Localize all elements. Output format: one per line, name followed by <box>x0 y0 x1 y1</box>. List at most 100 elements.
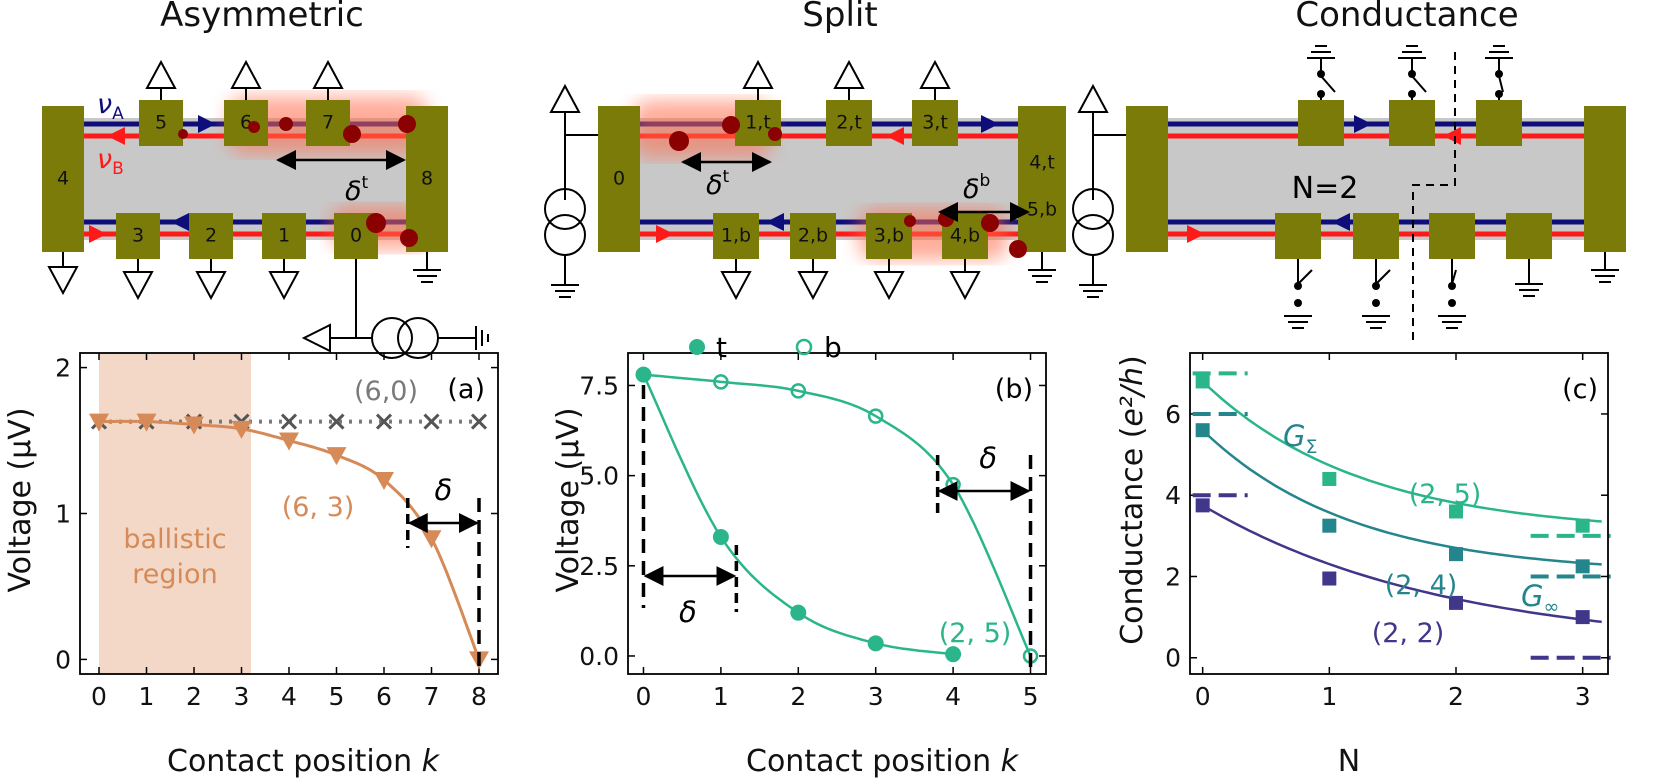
y-tick-label: 7.5 <box>579 371 619 400</box>
series-0-point <box>1575 518 1590 533</box>
series-2-point <box>1575 610 1590 625</box>
flow-arrow-icon <box>198 115 216 133</box>
ground-triangle-icon <box>312 59 344 89</box>
ground-triangle-icon <box>742 59 774 89</box>
x-tick-label: 0 <box>91 682 107 711</box>
flow-arrow-icon <box>656 225 674 243</box>
contact-right <box>1584 106 1626 252</box>
contact-left-label: 0 <box>613 168 625 190</box>
x-tick-label: 5 <box>329 682 345 711</box>
plot-frame <box>1189 352 1609 675</box>
series-t-point <box>790 604 807 621</box>
contact-top-7-label: 7 <box>322 112 334 134</box>
g-inf-g: G <box>1521 579 1543 613</box>
contact-top-2,t-label: 2,t <box>836 112 862 134</box>
series-2-label: (2, 2) <box>1372 618 1445 649</box>
current-source-icon <box>397 317 439 359</box>
title-asymmetric: Asymmetric <box>160 0 364 35</box>
hotspot-dot <box>768 127 782 141</box>
hotspot-dot <box>248 121 260 133</box>
hotspot-dot <box>279 117 293 131</box>
contact-top-1,t-label: 1,t <box>745 112 771 134</box>
y-tick-label: 0 <box>55 645 71 674</box>
ballistic-label-line1: ballistic <box>123 524 226 555</box>
contact-bottom-0-label: 0 <box>350 225 362 247</box>
series-b-point <box>790 383 807 399</box>
series-2-point <box>1449 595 1463 610</box>
legend-b-label: b <box>824 331 842 364</box>
contact-bottom-1,b-label: 1,b <box>721 225 751 247</box>
hotspot-dot <box>904 215 916 227</box>
contact-left <box>598 106 640 252</box>
series-1-point <box>1322 518 1337 533</box>
panel-label-a: (a) <box>447 374 485 405</box>
contact-bottom-1-label: 1 <box>278 225 290 247</box>
series-2-point <box>1322 571 1337 586</box>
ground-triangle-icon <box>833 59 865 89</box>
flow-arrow-icon <box>107 127 125 145</box>
series-0-point <box>1322 471 1337 486</box>
chart-a-xlabel: Contact position k <box>167 744 441 779</box>
switch-icon <box>1375 269 1391 285</box>
contact-top-2,t <box>826 100 872 146</box>
flow-arrow-icon <box>981 115 999 133</box>
g-sigma-sub: Σ <box>1305 436 1317 458</box>
current-source-icon <box>1072 188 1114 230</box>
delta-t-split-label: δt <box>706 167 730 201</box>
xlabel-text: Contact position <box>167 744 422 779</box>
x-tick-label: 2 <box>186 682 202 711</box>
cut-line <box>1412 52 1456 345</box>
contact-bottom-2 <box>189 213 233 259</box>
series-1-label: (2, 4) <box>1385 570 1458 601</box>
series-0-label: (2, 5) <box>1409 479 1482 510</box>
contact-bottom-1 <box>262 213 306 259</box>
y-tick-label: 2.5 <box>579 552 619 581</box>
switch-icon <box>1408 90 1416 98</box>
contact-bottom-2,b-label: 2,b <box>798 225 828 247</box>
series-1-point <box>1575 559 1590 574</box>
current-source-icon <box>544 188 586 230</box>
series-2-point <box>1195 498 1210 513</box>
ground-triangle-icon <box>122 271 154 301</box>
hotspot-dot <box>343 125 361 143</box>
contact-right-top-label: 4,t <box>1029 152 1055 174</box>
contact-bottom-2-label: 2 <box>205 225 217 247</box>
series-t-point <box>867 635 884 652</box>
ground-triangle-icon <box>230 59 262 89</box>
x-tick-label: 0 <box>1195 682 1211 711</box>
hotspot-dot <box>366 213 386 233</box>
contact-bottom-3 <box>116 213 160 259</box>
series-b-point <box>713 374 729 390</box>
series-1-line <box>1201 429 1602 566</box>
series-6-3-point <box>326 447 347 466</box>
contact-bottom-4,b-label: 4,b <box>950 225 980 247</box>
ground-triangle-icon <box>301 323 331 353</box>
series-6-3-point <box>421 530 442 549</box>
hotspot-dot <box>398 115 416 133</box>
x-tick-label: 1 <box>139 682 155 711</box>
series-6-0-point <box>328 413 345 430</box>
switch-icon <box>1320 75 1336 93</box>
series-6-3-point <box>89 413 109 432</box>
contact-bottom-3,b-label: 3,b <box>874 225 904 247</box>
contact-bottom <box>1353 213 1399 259</box>
x-tick-label: 1 <box>713 682 729 711</box>
switch-icon <box>1317 70 1325 78</box>
contact-right-bottom-label: 5,b <box>1027 199 1057 221</box>
x-tick-label: 8 <box>471 682 487 711</box>
y-tick-label: 4 <box>1165 481 1181 510</box>
legend-t-marker <box>689 339 705 355</box>
panel-label-b: (b) <box>995 374 1033 405</box>
series-6-0-point <box>375 413 393 430</box>
x-tick-label: 6 <box>376 682 392 711</box>
ylabel-units: e²/h <box>1115 367 1150 427</box>
g-sigma-label: GΣ <box>1283 419 1318 458</box>
contact-left-label: 4 <box>57 168 69 190</box>
current-source-icon <box>371 317 413 359</box>
g-inf-label: G∞ <box>1521 579 1559 618</box>
contact-right <box>1018 106 1066 252</box>
ground-triangle-icon <box>549 83 581 113</box>
